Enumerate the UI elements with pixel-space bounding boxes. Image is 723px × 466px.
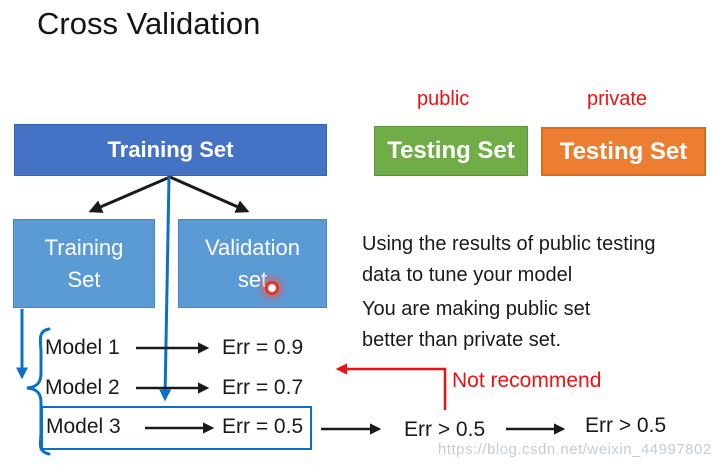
model-3-error: Err = 0.5	[222, 415, 304, 438]
model-3-label: Model 3	[46, 415, 121, 438]
model-1-label: Model 1	[45, 336, 120, 359]
public-testing-set-box: Testing Set	[374, 126, 528, 176]
model-2-error: Err = 0.7	[222, 376, 304, 399]
arrow-training-to-validation	[169, 175, 250, 213]
training-subset-box: Training Set	[13, 219, 155, 308]
note-line: You are making public set	[362, 298, 591, 320]
validation-set-line2: set	[237, 266, 268, 292]
arrow-center-to-model3	[159, 176, 172, 402]
not-recommend-label: Not recommend	[452, 369, 602, 392]
public-set-error: Err > 0.5	[404, 418, 486, 441]
watermark: https://blog.csdn.net/weixin_44997802	[438, 441, 712, 458]
note-public-testing: Using the results of public testing data…	[362, 229, 656, 291]
validation-set-line1: Validation	[205, 234, 300, 260]
note-line: Using the results of public testing	[362, 233, 656, 255]
note-line: better than private set.	[362, 329, 562, 351]
note-line: data to tune your model	[362, 264, 573, 286]
training-subset-line1: Training	[44, 234, 124, 260]
training-subset-line2: Set	[67, 266, 101, 292]
arrow-not-recommend	[335, 363, 447, 410]
private-label: private	[587, 88, 648, 110]
model-1-error: Err = 0.9	[222, 336, 304, 359]
public-label: public	[417, 88, 470, 110]
private-testing-set-box: Testing Set	[541, 127, 706, 176]
arrow-training-to-subset	[88, 175, 171, 213]
note-public-better: You are making public set better than pr…	[362, 294, 590, 356]
cursor-highlight-dot	[265, 281, 279, 295]
slide-title: Cross Validation	[37, 6, 261, 41]
model-2-label: Model 2	[45, 376, 120, 399]
training-set-box: Training Set	[14, 124, 327, 176]
private-set-error: Err > 0.5	[585, 414, 667, 437]
validation-set-box: Validation set	[178, 219, 327, 308]
